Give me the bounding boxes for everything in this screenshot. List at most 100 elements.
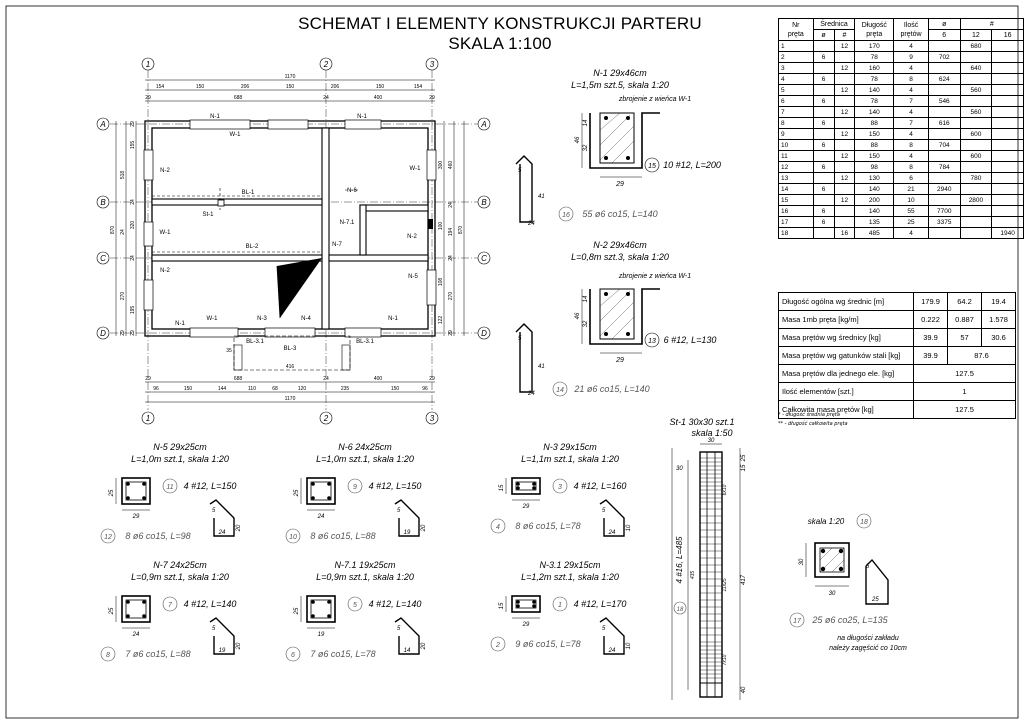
rebar-dot [142, 600, 146, 604]
dim: 270 [120, 292, 126, 301]
table-cell [812, 194, 835, 206]
dim: 40 [741, 686, 747, 693]
section-subtitle: L=0,9m szt.1, skala 1:20 [316, 572, 414, 582]
rebar-dot [142, 482, 146, 486]
col-header: Ilość [903, 21, 919, 29]
table-cell: 6 [812, 205, 835, 217]
table-cell: 560 [959, 84, 993, 96]
dim: 206 [331, 84, 340, 90]
element-label: N-7 [332, 242, 342, 248]
dim: 32 [583, 320, 589, 327]
bar-number: 12 [104, 534, 112, 541]
bar-circle [285, 528, 301, 544]
bar-spec: 8 ø6 co15, L=78 [515, 521, 580, 531]
stirrup-shape [209, 617, 235, 655]
rebar-dot [327, 614, 331, 618]
table-cell: 780 [959, 172, 993, 184]
dim: 24 [130, 199, 136, 205]
summary-value: 64.2 [947, 292, 982, 311]
table-cell: 485 [854, 227, 895, 239]
table-cell: 680 [959, 40, 993, 52]
st1-section: skala 1:20 18 30 30 5 25 17 25 ø6 co25, … [789, 513, 907, 652]
bar-number: 4 [496, 524, 500, 531]
bar-number: 10 [289, 534, 297, 541]
dim: 20 [236, 642, 242, 650]
dim: 29 [145, 95, 151, 101]
dim: 20 [236, 524, 242, 532]
section-title: N-5 29x25cm [153, 442, 207, 452]
table-cell [833, 95, 856, 107]
table-cell: 1 [778, 40, 814, 52]
element-label: N-1 [357, 114, 367, 120]
summary-label: Masa 1mb pręta [kg/m] [778, 310, 914, 329]
bar-circle [162, 596, 178, 612]
dim: 5 [518, 336, 522, 342]
bar-spec: 4 #16, L=485 [675, 536, 684, 583]
sheet-border [5, 5, 1019, 719]
col-header: ø [812, 29, 835, 41]
axis-label: 1 [146, 60, 150, 69]
dim: 5 [212, 626, 216, 632]
table-cell: 4 [893, 227, 929, 239]
table-cell [812, 106, 835, 118]
dim: 5 [397, 508, 401, 514]
section-scale: skala 1:20 [808, 517, 845, 526]
table-cell [812, 128, 835, 140]
table-cell: 18 [778, 227, 814, 239]
dim: 144 [218, 386, 227, 392]
table-cell: 2800 [959, 194, 993, 206]
table-cell [991, 40, 1024, 52]
dim: 24 [527, 391, 535, 397]
dim: 96 [153, 386, 159, 392]
dim: 46 [575, 312, 581, 319]
table-cell: 4 [893, 150, 929, 162]
dim: 29 [522, 622, 530, 628]
floor-plan: 1 2 3 1 2 3 A B C D A B C D [96, 57, 491, 425]
table-cell: 140 [854, 106, 895, 118]
table-cell [991, 95, 1024, 107]
dim: 19 [318, 632, 325, 638]
table-cell: 6 [812, 73, 835, 85]
dim: 150 [196, 84, 205, 90]
footnote: ** - długość całkowita pręta [778, 421, 848, 427]
table-cell: 8 [893, 139, 929, 151]
dim: 19 [404, 530, 411, 536]
table-cell [927, 106, 961, 118]
dim: 400 [374, 95, 383, 101]
table-cell [991, 139, 1024, 151]
table-cell: 600 [959, 150, 993, 162]
axis-label: C [481, 254, 487, 263]
col-header: Średnica [812, 18, 856, 30]
section-subtitle: L=0,8m szt.3, skala 1:20 [571, 252, 669, 262]
stirrup-shape [394, 499, 420, 537]
bar-number: 3 [558, 484, 562, 491]
table-cell: 25 [893, 216, 929, 228]
bar-number: 11 [166, 484, 173, 491]
table-cell: 150 [854, 128, 895, 140]
table-cell: 150 [854, 150, 895, 162]
bar-spec: 7 ø6 co15, L=88 [125, 649, 190, 659]
table-cell: 11 [778, 150, 814, 162]
dim: 29 [448, 330, 454, 336]
dim: 155 [130, 141, 136, 150]
rebar-dot [327, 496, 331, 500]
summary-value: 87.6 [947, 346, 1016, 365]
table-cell: 6 [812, 95, 835, 107]
dim: 108 [438, 278, 444, 287]
axis-label: 3 [430, 414, 435, 423]
dim: 14 [583, 295, 589, 302]
dim: 24 [120, 229, 126, 235]
dim: 35 [226, 348, 232, 354]
table-cell [991, 183, 1024, 195]
table-cell: 78 [854, 73, 895, 85]
bar-number: 18 [860, 519, 868, 526]
table-cell [812, 172, 835, 184]
column-subtitle: skala 1:50 [691, 428, 732, 438]
bar-spec: 10 #12, L=200 [663, 160, 721, 170]
table-cell [991, 172, 1024, 184]
dim: 518 [120, 171, 126, 180]
